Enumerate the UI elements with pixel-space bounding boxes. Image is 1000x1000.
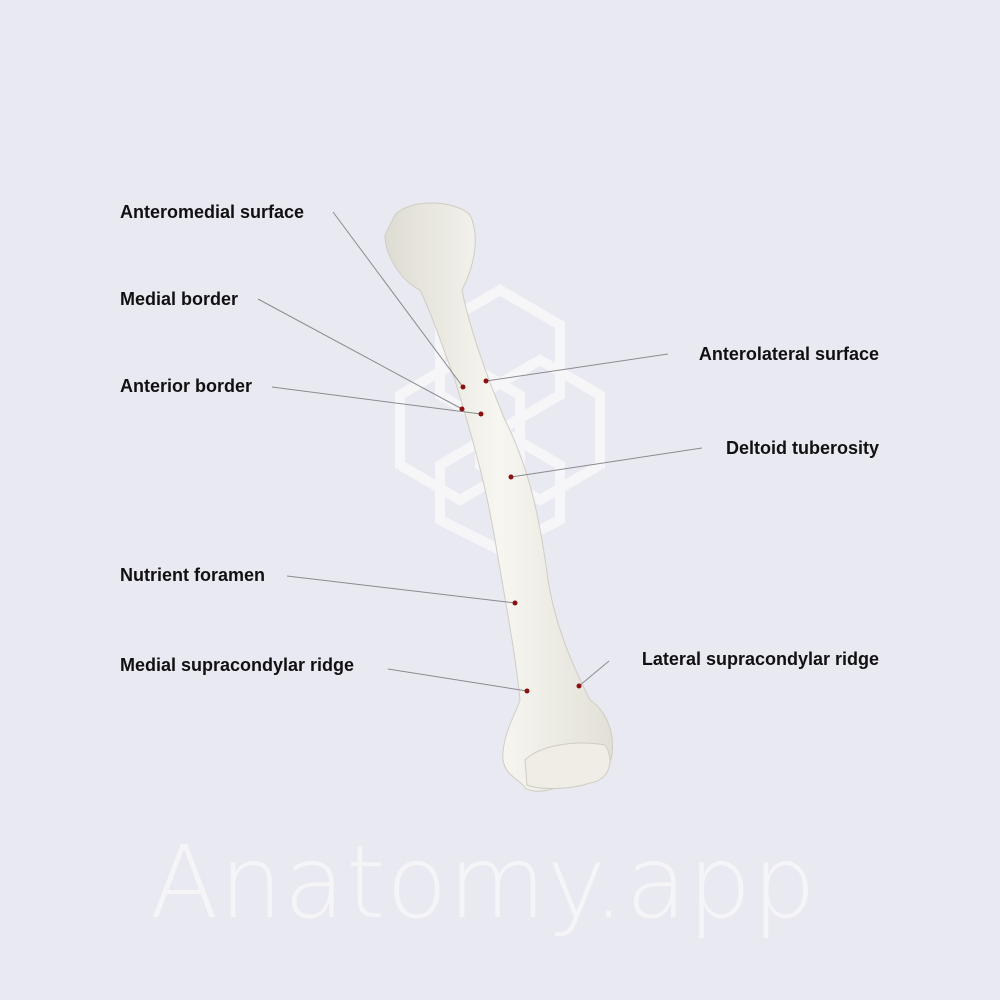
leader-lines bbox=[257, 211, 703, 692]
point-anterior-border bbox=[478, 411, 484, 417]
landmark-points bbox=[459, 378, 582, 694]
point-anteromedial-surface bbox=[460, 384, 466, 390]
label-medial-border: Medial border bbox=[120, 289, 239, 309]
leader-line bbox=[286, 575, 516, 604]
point-lateral-supracondylar-ridge bbox=[576, 683, 582, 689]
watermark-text: Anatomy.app bbox=[150, 824, 817, 941]
point-medial-supracondylar-ridge bbox=[524, 688, 530, 694]
point-nutrient-foramen bbox=[512, 600, 518, 606]
label-lateral-supracondylar-ridge: Lateral supracondylar ridge bbox=[641, 649, 879, 669]
point-anterolateral-surface bbox=[483, 378, 489, 384]
leader-line bbox=[510, 447, 703, 478]
leader-line bbox=[257, 298, 463, 410]
point-deltoid-tuberosity bbox=[508, 474, 514, 480]
leader-line bbox=[387, 668, 528, 692]
label-deltoid-tuberosity: Deltoid tuberosity bbox=[725, 438, 879, 458]
label-anteromedial-surface: Anteromedial surface bbox=[120, 202, 305, 222]
point-medial-border bbox=[459, 406, 465, 412]
leader-line bbox=[485, 353, 669, 382]
trochlea bbox=[524, 742, 611, 790]
label-anterior-border: Anterior border bbox=[120, 376, 253, 396]
leader-line bbox=[332, 211, 464, 388]
leader-line bbox=[578, 660, 610, 687]
label-anterolateral-surface: Anterolateral surface bbox=[698, 344, 879, 364]
label-nutrient-foramen: Nutrient foramen bbox=[120, 565, 266, 585]
label-medial-supracondylar-ridge: Medial supracondylar ridge bbox=[120, 655, 355, 675]
leader-line bbox=[271, 386, 482, 415]
